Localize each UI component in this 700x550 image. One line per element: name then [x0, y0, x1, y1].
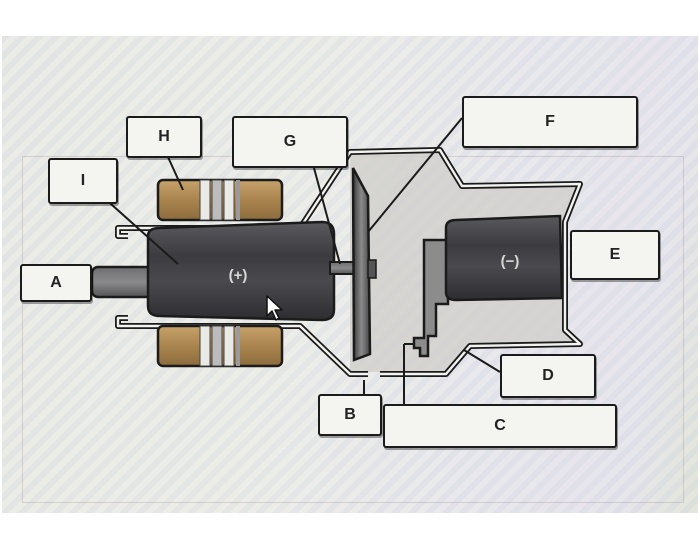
anode-stem — [90, 265, 156, 299]
stator-coil-top — [156, 178, 284, 222]
label-box-c[interactable]: C — [383, 404, 617, 448]
label-a-text: A — [50, 274, 62, 291]
label-e-text: E — [609, 246, 621, 263]
leader-lines — [101, 117, 501, 410]
label-f-text: F — [545, 113, 555, 130]
label-g-text: G — [283, 133, 297, 150]
label-box-h[interactable]: H — [126, 116, 202, 158]
label-box-b[interactable]: B — [318, 394, 382, 436]
label-h-text: H — [158, 128, 170, 145]
focusing-cup — [412, 238, 450, 358]
stator-coil-bottom — [156, 324, 284, 368]
mouse-cursor-icon — [266, 295, 283, 321]
label-d-text: D — [542, 367, 554, 384]
cathode-polarity-symbol: (−) — [501, 253, 520, 270]
anode-polarity-symbol: (+) — [229, 267, 248, 284]
cathode-body — [444, 214, 564, 302]
anode-target-hub — [367, 259, 377, 279]
label-box-a[interactable]: A — [20, 264, 92, 302]
label-box-i[interactable]: I — [48, 158, 118, 204]
label-b-text: B — [344, 406, 356, 423]
label-box-d[interactable]: D — [500, 354, 596, 398]
label-c-text: C — [494, 417, 506, 434]
anode-rotor — [146, 220, 336, 322]
label-box-e[interactable]: E — [570, 230, 660, 280]
anode-target-disc — [351, 167, 372, 362]
label-box-f[interactable]: F — [462, 96, 638, 148]
label-box-g[interactable]: G — [232, 116, 348, 168]
label-i-text: I — [80, 172, 86, 189]
